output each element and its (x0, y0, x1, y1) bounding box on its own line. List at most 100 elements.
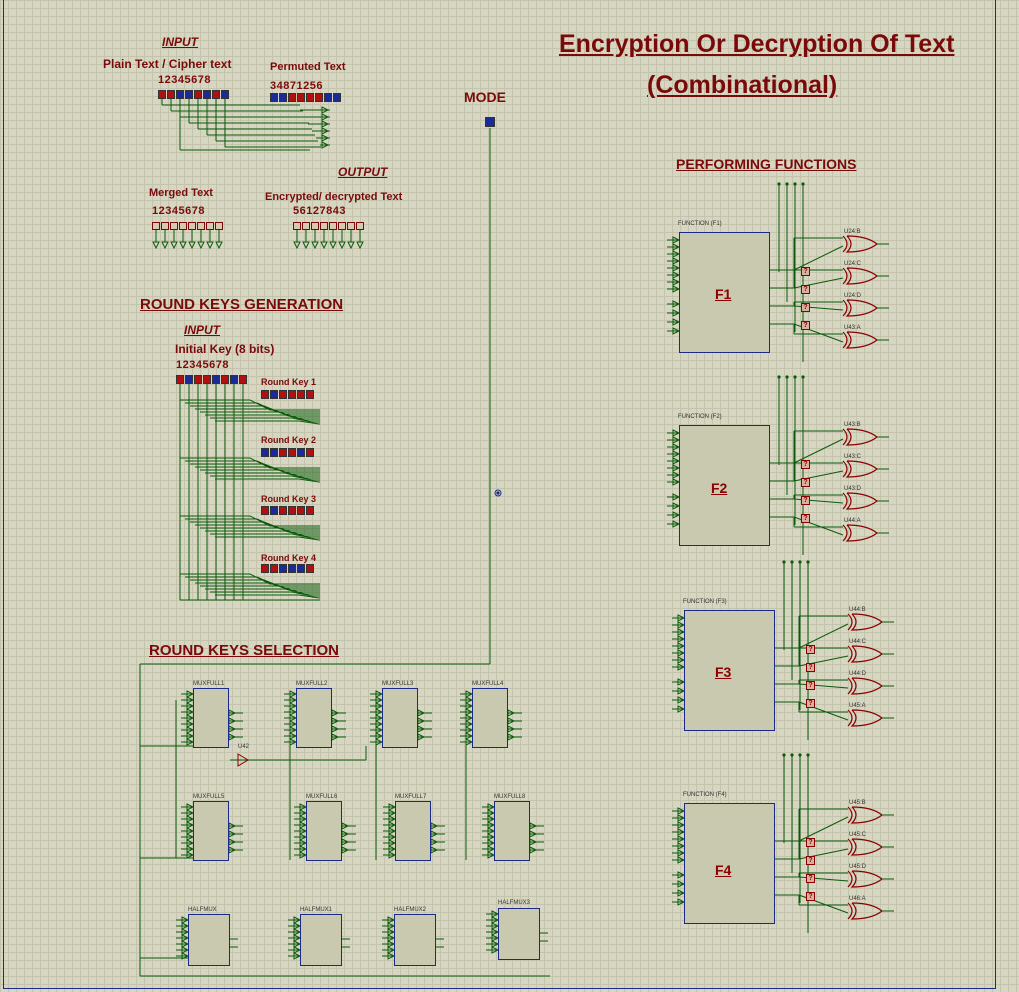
output-probe: ? (806, 681, 815, 690)
logic-switch[interactable] (194, 375, 202, 384)
output-heading: OUTPUT (338, 165, 388, 179)
logic-switch[interactable] (324, 93, 332, 102)
logic-switch[interactable] (270, 564, 278, 573)
logic-switch[interactable] (261, 448, 269, 457)
logic-switch[interactable] (203, 90, 211, 99)
logic-switch[interactable] (288, 390, 296, 399)
muxfull1-block[interactable] (193, 688, 229, 748)
logic-switch[interactable] (212, 90, 220, 99)
permuted-text-label: Permuted Text (270, 61, 346, 73)
logic-switch[interactable] (297, 448, 305, 457)
buffer-label: U42 (238, 744, 250, 750)
function-f4-name: F4 (715, 862, 732, 878)
muxfull2-block[interactable] (296, 688, 332, 748)
logic-switch[interactable] (288, 564, 296, 573)
logic-switch[interactable] (270, 390, 278, 399)
logic-switch[interactable] (221, 90, 229, 99)
logic-probe (338, 222, 346, 230)
plain-text-digits: 12345678 (158, 74, 211, 86)
halfmux-block[interactable] (188, 914, 230, 966)
function-f4-block[interactable] (684, 803, 775, 924)
logic-switch[interactable] (203, 375, 211, 384)
muxfull4-label: MUXFULL4 (472, 681, 504, 687)
muxfull6-block[interactable] (306, 801, 342, 861)
logic-switch[interactable] (279, 390, 287, 399)
output-probe: ? (801, 285, 810, 294)
title-line2: (Combinational) (647, 71, 838, 99)
key-input-heading: INPUT (184, 323, 220, 337)
logic-switch[interactable] (270, 93, 278, 102)
logic-switch[interactable] (158, 90, 166, 99)
logic-switch[interactable] (279, 448, 287, 457)
muxfull3-label: MUXFULL3 (382, 681, 414, 687)
logic-switch[interactable] (306, 564, 314, 573)
round-key-3-label: Round Key 3 (261, 494, 317, 504)
logic-switch[interactable] (306, 93, 314, 102)
logic-switch[interactable] (270, 448, 278, 457)
muxfull4-block[interactable] (472, 688, 508, 748)
function-f3-block[interactable] (684, 610, 775, 731)
halfmux2-label: HALFMUX2 (394, 907, 427, 913)
logic-switch[interactable] (306, 390, 314, 399)
logic-switch[interactable] (279, 564, 287, 573)
logic-probe (197, 222, 205, 230)
logic-switch[interactable] (167, 90, 175, 99)
logic-switch[interactable] (185, 375, 193, 384)
logic-switch[interactable] (279, 506, 287, 515)
logic-switch[interactable] (261, 564, 269, 573)
round-keys-selection-heading: ROUND KEYS SELECTION (149, 642, 340, 659)
logic-switch[interactable] (288, 448, 296, 457)
halfmux2-block[interactable] (394, 914, 436, 966)
halfmux3-label: HALFMUX3 (498, 900, 531, 906)
xor-gate-label: U45:A (849, 703, 866, 709)
logic-switch[interactable] (239, 375, 247, 384)
mode-label: MODE (464, 89, 506, 105)
halfmux3-block[interactable] (498, 908, 540, 960)
logic-switch[interactable] (212, 375, 220, 384)
logic-switch[interactable] (194, 90, 202, 99)
logic-switch[interactable] (306, 506, 314, 515)
output-probe: ? (801, 267, 810, 276)
output-probe: ? (806, 645, 815, 654)
logic-switch[interactable] (297, 93, 305, 102)
logic-switch[interactable] (261, 390, 269, 399)
muxfull3-block[interactable] (382, 688, 418, 748)
xor-gate-label: U43:D (844, 486, 862, 492)
muxfull5-block[interactable] (193, 801, 229, 861)
function-f1-block[interactable] (679, 232, 770, 353)
logic-switch[interactable] (261, 506, 269, 515)
halfmux1-block[interactable] (300, 914, 342, 966)
logic-switch[interactable] (315, 93, 323, 102)
mode-switch[interactable] (485, 117, 495, 127)
logic-switch[interactable] (297, 506, 305, 515)
logic-switch[interactable] (297, 390, 305, 399)
logic-switch[interactable] (279, 93, 287, 102)
function-f1-caption: FUNCTION (F1) (678, 221, 722, 227)
logic-probe (179, 222, 187, 230)
output-probe: ? (806, 874, 815, 883)
logic-probe (311, 222, 319, 230)
output-probe: ? (801, 514, 810, 523)
xor-gate-label: U44:C (849, 639, 867, 645)
logic-switch[interactable] (288, 93, 296, 102)
initial-key-label: Initial Key (8 bits) (175, 342, 275, 356)
muxfull7-block[interactable] (395, 801, 431, 861)
logic-switch[interactable] (185, 90, 193, 99)
logic-switch[interactable] (297, 564, 305, 573)
logic-switch[interactable] (176, 375, 184, 384)
muxfull5-label: MUXFULL5 (193, 794, 225, 800)
muxfull1-label: MUXFULL1 (193, 681, 225, 687)
logic-switch[interactable] (333, 93, 341, 102)
function-f2-block[interactable] (679, 425, 770, 546)
logic-switch[interactable] (176, 90, 184, 99)
logic-switch[interactable] (270, 506, 278, 515)
logic-switch[interactable] (306, 448, 314, 457)
logic-switch[interactable] (221, 375, 229, 384)
logic-switch[interactable] (288, 506, 296, 515)
logic-probe (206, 222, 214, 230)
muxfull2-label: MUXFULL2 (296, 681, 328, 687)
logic-switch[interactable] (230, 375, 238, 384)
muxfull8-block[interactable] (494, 801, 530, 861)
logic-probe (293, 222, 301, 230)
encrypted-text-digits: 56127843 (293, 205, 346, 217)
